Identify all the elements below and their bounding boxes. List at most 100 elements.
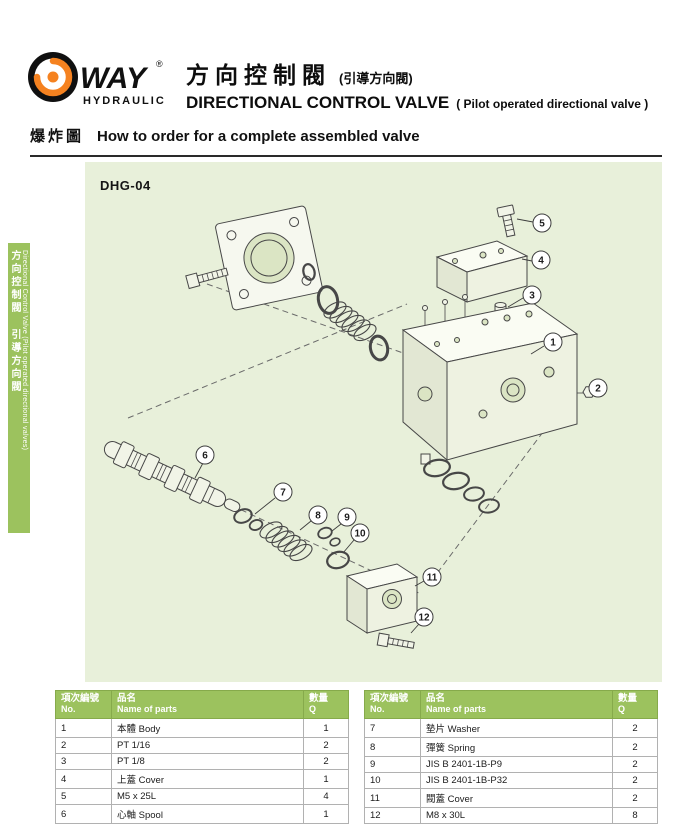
callout-12: 12 — [410, 607, 434, 634]
logo-hydraulic-text: HYDRAULIC — [83, 95, 166, 107]
cell-no: 11 — [364, 788, 421, 808]
cell-qty: 2 — [612, 718, 658, 738]
cell-qty: 2 — [303, 737, 349, 754]
cell-qty: 2 — [612, 737, 658, 757]
exploded-view-diagram: 1 2 3 4 5 6 7 — [103, 204, 608, 649]
cell-name: M8 x 30L — [420, 807, 613, 824]
callout-3: 3 — [507, 285, 542, 308]
cover-bolt-part — [185, 267, 229, 290]
cell-name: 彈簧 Spring — [420, 737, 613, 757]
table-row: 4 上蓋 Cover 1 — [55, 769, 349, 789]
callout-4: 4 — [521, 250, 551, 270]
table-row: 7 墊片 Washer 2 — [364, 718, 658, 738]
table-row: 6 心軸 Spool 1 — [55, 804, 349, 824]
body-orings — [420, 453, 500, 514]
sidebar-text-en: Directional Control Valve (Pilot operate… — [21, 250, 28, 451]
cell-no: 1 — [55, 718, 112, 738]
end-cover-part — [345, 563, 419, 634]
cell-no: 8 — [364, 737, 421, 757]
cell-name: JIS B 2401-1B-P9 — [420, 756, 613, 773]
cell-no: 7 — [364, 718, 421, 738]
pilot-cover-part — [435, 240, 529, 303]
way-hydraulic-logo: WAY ® HYDRAULIC — [26, 48, 196, 113]
table-row: 8 彈簧 Spring 2 — [364, 737, 658, 757]
end-bolt-part — [376, 632, 415, 649]
col-header-name: 品名 Name of parts — [420, 690, 613, 719]
svg-text:10: 10 — [354, 529, 366, 540]
model-number: DHG-04 — [100, 178, 151, 193]
callout-10: 10 — [342, 523, 370, 554]
header-titles: 方向控制閥 (引導方向閥) DIRECTIONAL CONTROL VALVE … — [186, 56, 648, 113]
oring-part-10 — [326, 550, 350, 570]
cell-name: 上蓋 Cover — [111, 769, 304, 789]
small-oring-parts — [317, 526, 341, 547]
cell-no: 5 — [55, 788, 112, 805]
way-swirl-icon — [28, 52, 78, 102]
cell-qty: 1 — [303, 769, 349, 789]
col-header-no: 項次編號 No. — [364, 690, 421, 719]
cell-qty: 8 — [612, 807, 658, 824]
upper-cover-part — [215, 205, 323, 311]
cell-no: 4 — [55, 769, 112, 789]
table-row: 11 閥蓋 Cover 2 — [364, 788, 658, 808]
cell-qty: 1 — [303, 718, 349, 738]
cell-qty: 2 — [612, 788, 658, 808]
col-header-name: 品名 Name of parts — [111, 690, 304, 719]
section-heading: 爆炸圖 How to order for a complete assemble… — [30, 125, 662, 157]
table-row: 2 PT 1/16 2 — [55, 737, 349, 754]
svg-text:8: 8 — [315, 511, 321, 522]
washer-parts — [233, 508, 264, 531]
table-row: 10 JIS B 2401-1B-P32 2 — [364, 772, 658, 789]
cell-name: 墊片 Washer — [420, 718, 613, 738]
svg-text:4: 4 — [538, 256, 544, 267]
page-title-zh-paren: (引導方向閥) — [339, 71, 413, 86]
table-row: 12 M8 x 30L 8 — [364, 807, 658, 824]
cell-qty: 2 — [612, 756, 658, 773]
oring-small-1 — [302, 263, 316, 281]
svg-text:7: 7 — [280, 488, 286, 499]
cell-qty: 2 — [612, 772, 658, 789]
table-row: 3 PT 1/8 2 — [55, 753, 349, 770]
section-heading-zh: 爆炸圖 — [30, 128, 85, 145]
table-row: 1 本體 Body 1 — [55, 718, 349, 738]
cell-no: 2 — [55, 737, 112, 754]
cell-name: PT 1/8 — [111, 753, 304, 770]
cell-no: 3 — [55, 753, 112, 770]
cell-no: 9 — [364, 756, 421, 773]
callout-1: 1 — [530, 332, 563, 355]
spool-part — [103, 440, 241, 513]
oring-large-2 — [368, 334, 390, 362]
logo-registered-mark: ® — [156, 59, 163, 69]
col-header-qty: 數量 Q — [303, 690, 349, 719]
section-heading-en: How to order for a complete assembled va… — [97, 128, 420, 145]
spring-part-bottom — [259, 521, 313, 562]
sidebar-tab: 方向控制閥 引導方向閥 Directional Control Valve (P… — [8, 243, 30, 533]
callout-11: 11 — [414, 567, 442, 587]
svg-text:11: 11 — [427, 573, 438, 584]
table-row: 5 M5 x 25L 4 — [55, 788, 349, 805]
svg-text:3: 3 — [529, 291, 535, 302]
col-header-no: 項次編號 No. — [55, 690, 112, 719]
diagram-panel: DHG-04 — [85, 162, 662, 682]
spring-part-top — [323, 301, 377, 342]
cell-no: 12 — [364, 807, 421, 824]
cell-qty: 1 — [303, 804, 349, 824]
col-header-qty: 數量 Q — [612, 690, 658, 719]
parts-tables: 項次編號 No. 品名 Name of parts 數量 Q 1 — [55, 690, 658, 824]
parts-table-right: 項次編號 No. 品名 Name of parts 數量 Q 7 — [364, 690, 658, 824]
svg-text:2: 2 — [595, 384, 601, 395]
callout-9: 9 — [331, 507, 357, 532]
cell-qty: 2 — [303, 753, 349, 770]
cell-no: 6 — [55, 804, 112, 824]
page-title-en: DIRECTIONAL CONTROL VALVE — [186, 93, 450, 112]
cell-name: M5 x 25L — [111, 788, 304, 805]
page-title-zh: 方向控制閥 — [186, 62, 331, 88]
logo-way-text: WAY — [80, 62, 149, 95]
svg-text:5: 5 — [539, 219, 545, 230]
svg-text:9: 9 — [344, 513, 350, 524]
callout-6: 6 — [194, 445, 215, 479]
cell-no: 10 — [364, 772, 421, 789]
cell-name: JIS B 2401-1B-P32 — [420, 772, 613, 789]
cell-name: 心軸 Spool — [111, 804, 304, 824]
